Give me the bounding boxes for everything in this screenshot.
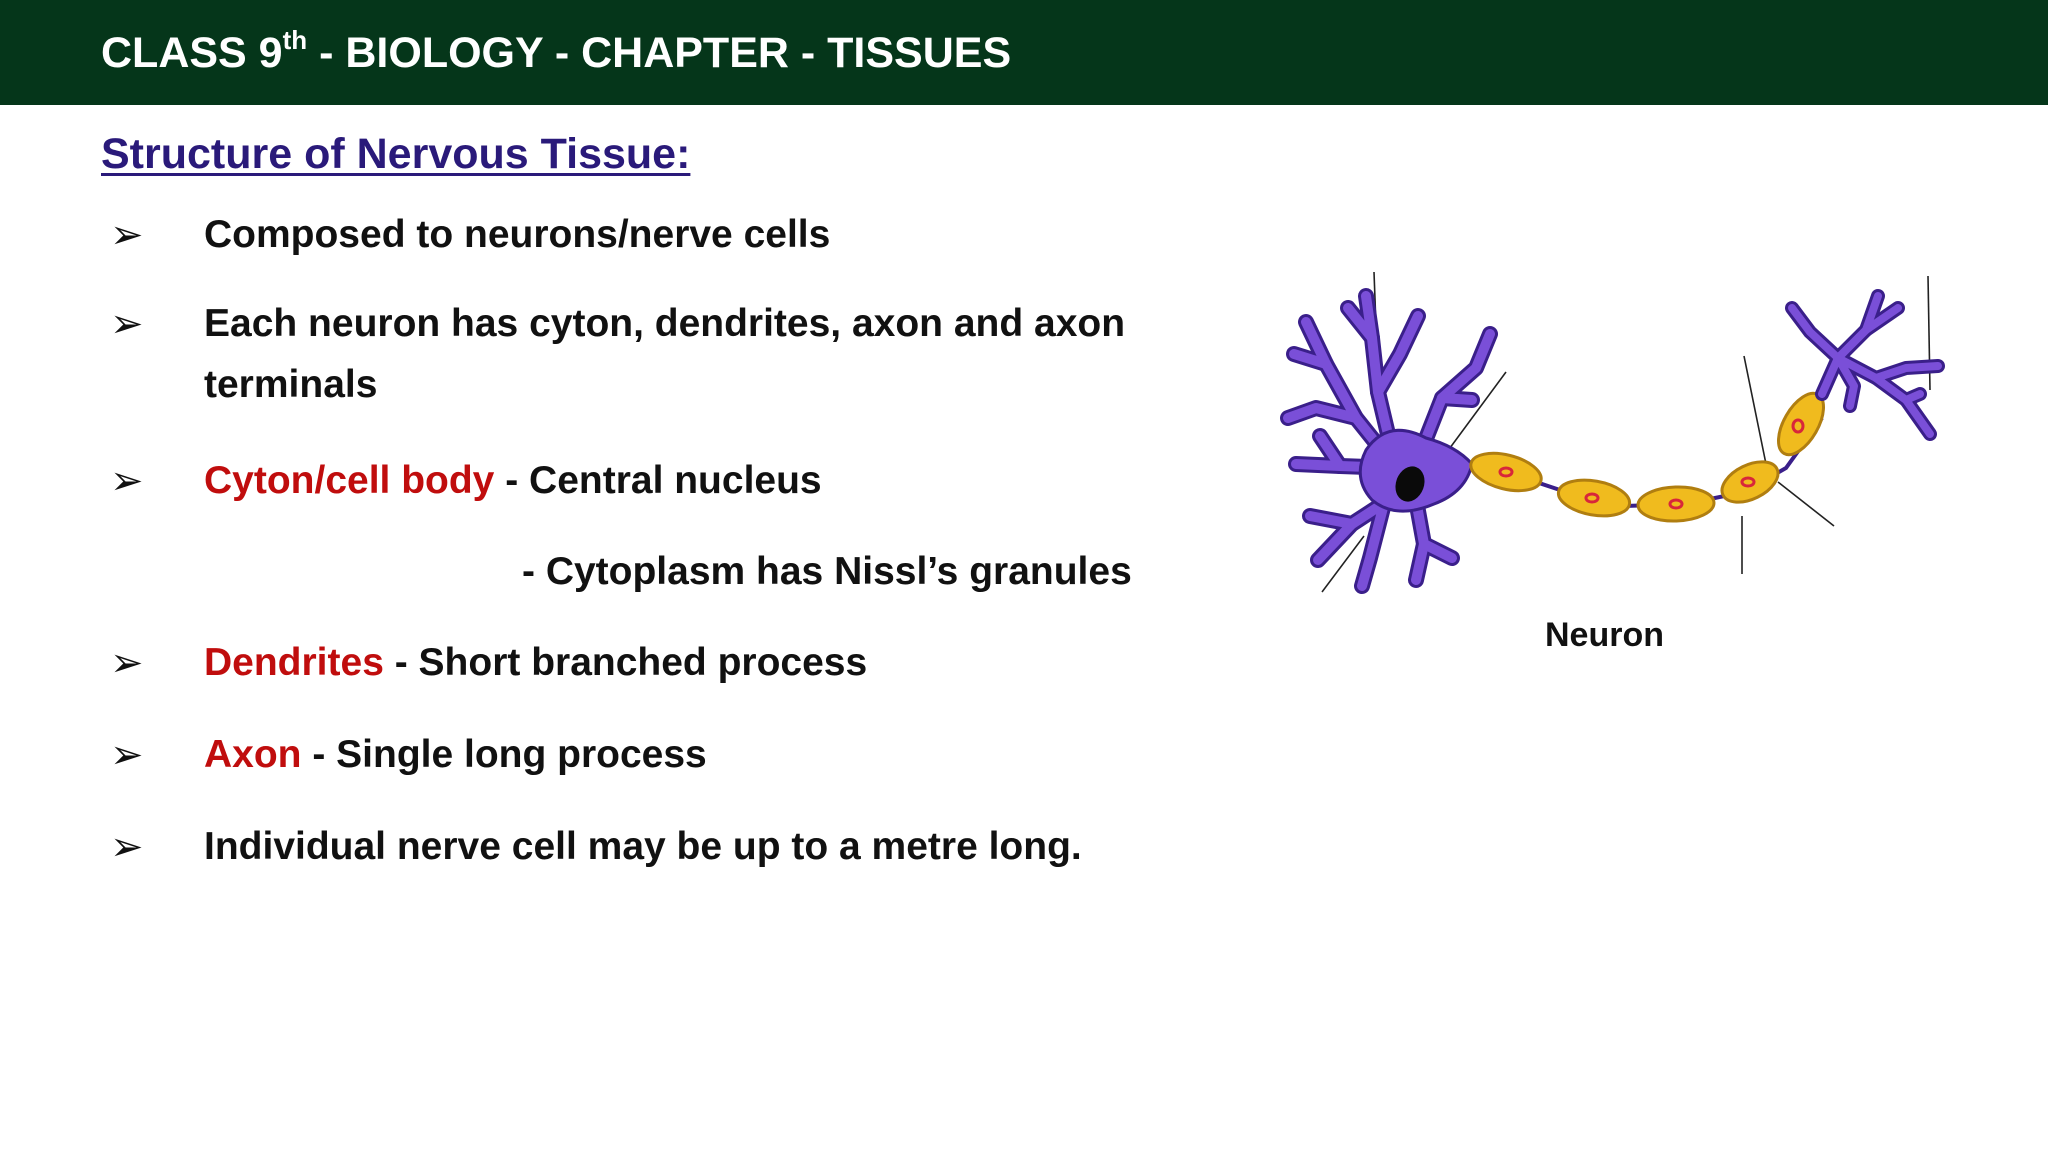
cyton-and-dendrites	[1280, 288, 1498, 594]
slide-header-title: CLASS 9th - BIOLOGY - CHAPTER - TISSUES	[101, 26, 1011, 80]
point-4-term: Dendrites	[204, 641, 384, 684]
schwann-nuclei	[1498, 418, 1805, 510]
point-5-text: Axon - Single long process	[204, 729, 707, 781]
point-4-text: Dendrites - Short branched process	[204, 637, 867, 689]
point-5-desc: - Single long process	[301, 733, 707, 776]
nucleus	[1395, 466, 1425, 502]
bullet-arrow-icon: ➢	[110, 825, 144, 869]
bullet-arrow-icon: ➢	[110, 641, 144, 685]
point-6-text: Individual nerve cell may be up to a met…	[204, 825, 1082, 868]
header-title-suffix: - BIOLOGY - CHAPTER - TISSUES	[307, 29, 1012, 77]
bullet-arrow-icon: ➢	[110, 302, 144, 346]
point-3-term: Cyton/cell body	[204, 459, 495, 502]
bullet-arrow-icon: ➢	[110, 733, 144, 777]
point-3-desc: - Central nucleus	[494, 459, 822, 502]
figure-caption: Neuron	[1545, 616, 1664, 654]
header-title-prefix: CLASS 9	[101, 29, 283, 77]
point-3-text: Cyton/cell body - Central nucleus	[204, 455, 822, 507]
header-title-superscript: th	[282, 25, 308, 55]
neuron-illustration	[1280, 271, 1945, 594]
axon-terminals	[1785, 289, 1945, 441]
point-2-line-1: Each neuron has cyton, dendrites, axon a…	[204, 302, 1126, 345]
point-1-text: Composed to neurons/nerve cells	[204, 213, 831, 256]
point-2-line-2: terminals	[204, 363, 378, 406]
axon	[1469, 391, 1825, 523]
point-3-extra: - Cytoplasm has Nissl’s granules	[522, 550, 1132, 593]
bullet-arrow-icon: ➢	[110, 213, 144, 257]
point-5-term: Axon	[204, 733, 302, 776]
myelin-sheath	[1469, 391, 1825, 523]
section-title: Structure of Nervous Tissue:	[101, 130, 691, 178]
point-4-desc: - Short branched process	[383, 641, 868, 684]
bullet-arrow-icon: ➢	[110, 459, 144, 503]
header-bar	[0, 0, 2048, 105]
